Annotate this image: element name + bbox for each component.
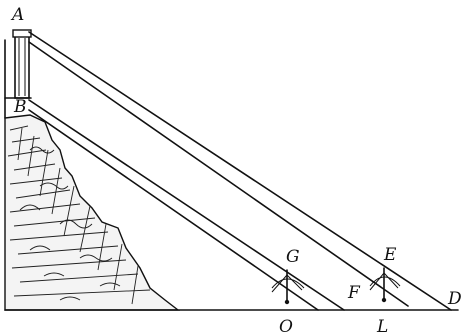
sight-line-b-d	[28, 99, 345, 311]
label-e: E	[383, 245, 397, 265]
rocky-cliff	[4, 114, 181, 311]
quadrant-instrument-g	[271, 269, 305, 305]
label-g: G	[286, 247, 300, 267]
label-f: F	[347, 283, 361, 303]
label-d: D	[447, 289, 462, 309]
sight-line-a-d	[28, 31, 452, 311]
tower	[4, 29, 32, 119]
label-o: O	[279, 317, 293, 336]
quadrant-instrument-e	[369, 267, 401, 303]
sight-line-b-o	[28, 109, 319, 311]
sight-line-a-f	[28, 41, 409, 307]
label-b: B	[13, 97, 27, 117]
label-a: A	[10, 5, 24, 25]
label-l: L	[376, 317, 388, 336]
